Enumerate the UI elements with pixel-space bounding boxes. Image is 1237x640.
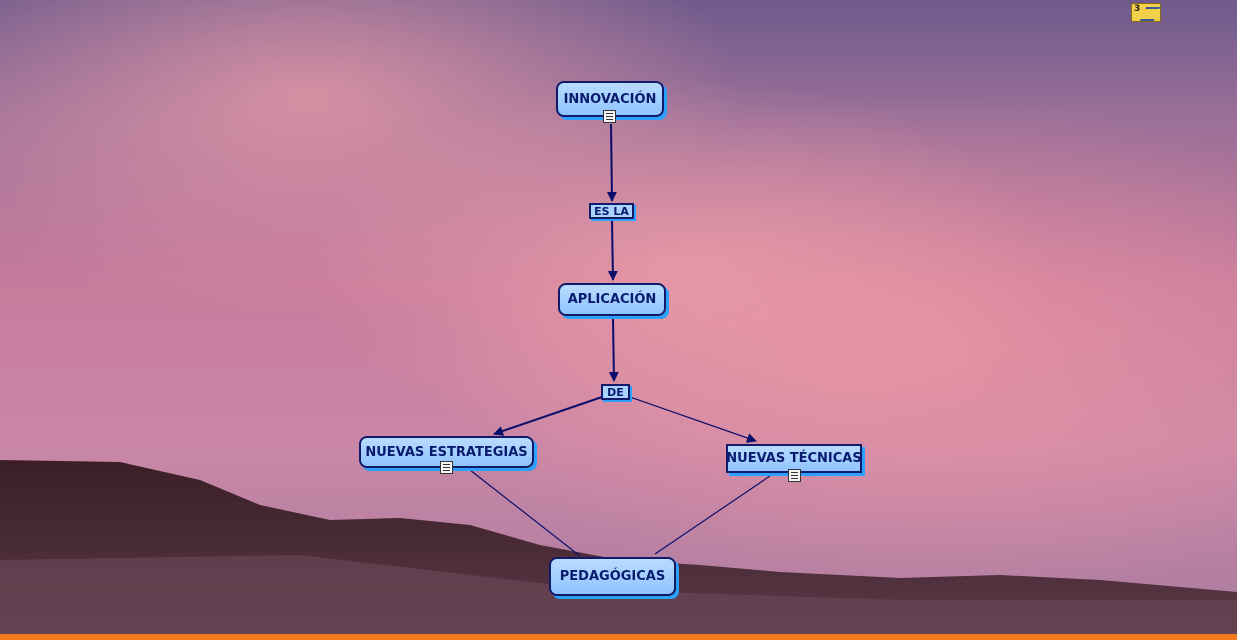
concept-node-label: PEDAGÓGICAS	[559, 569, 666, 584]
concept-node-label: NUEVAS ESTRATEGIAS	[365, 444, 528, 460]
resource-document-icon[interactable]	[603, 110, 616, 123]
concept-node-label: NUEVAS TÉCNICAS	[726, 451, 862, 466]
linking-phrase-es-la[interactable]: ES LA	[589, 203, 634, 219]
notes-badge-icon[interactable]: 3	[1131, 3, 1161, 22]
connector-nuevas-tecnicas-pedagogicas	[654, 475, 771, 555]
linking-phrase-de[interactable]: DE	[601, 384, 630, 400]
connector-de-nuevas-estrategias	[493, 396, 603, 436]
connector-nuevas-estrategias-pedagogicas	[469, 469, 581, 557]
bottom-status-bar	[0, 634, 1237, 640]
connector-de-nuevas-tecnicas	[629, 396, 757, 443]
pencil-icon	[1139, 7, 1161, 21]
concept-node-label: INNOVACIÓN	[563, 91, 657, 107]
connector-innovacion-es-la	[606, 123, 617, 202]
connector-es-la-aplicacion	[607, 219, 618, 281]
concept-node-aplicacion[interactable]: APLICACIÓN	[558, 283, 666, 316]
notes-count: 3	[1134, 4, 1141, 14]
resource-document-icon[interactable]	[440, 461, 453, 474]
resource-document-icon[interactable]	[788, 469, 801, 482]
concept-node-pedagogicas[interactable]: PEDAGÓGICAS	[549, 557, 676, 596]
connector-aplicacion-de	[608, 317, 619, 382]
concept-node-label: APLICACIÓN	[567, 292, 657, 307]
